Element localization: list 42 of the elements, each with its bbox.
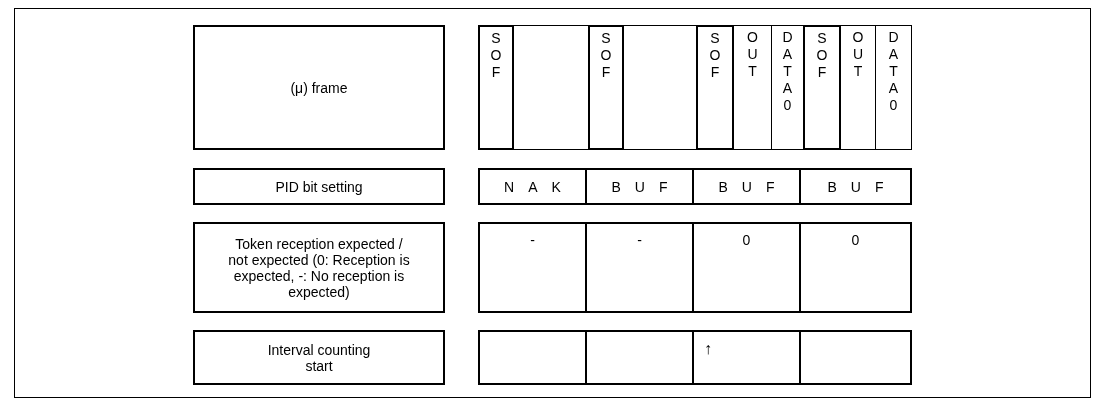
row-header [193,222,445,313]
packet-label: DATA0 [885,29,902,114]
cell-value: BUF [611,178,682,195]
row-label: Interval counting start [266,341,372,374]
cell-value: - [637,232,642,248]
packet-label: SOF [707,30,723,81]
table-cell [478,222,587,313]
table-cell [478,168,587,205]
packet-box [478,25,514,150]
packet-label: DATA0 [779,29,796,114]
table-cell [799,222,912,313]
packet-label: SOF [488,30,504,81]
table-cell [692,168,801,205]
packet-box [696,25,734,150]
packet-label: OUT [850,29,866,80]
row-label: PID bit setting [275,178,363,195]
table-cell [585,330,694,385]
packet-box [588,25,624,150]
packet-label: OUT [744,29,761,80]
packet-label: SOF [814,30,830,81]
packet-label: SOF [598,30,614,81]
packet-box [803,25,841,150]
table-cell [585,168,694,205]
cell-value: BUF [827,178,898,195]
cell-value: - [530,232,535,248]
row-label: (μ) frame [290,79,348,96]
cell-value: NAK [504,178,575,195]
table-cell [799,330,912,385]
frame-box [478,25,912,150]
row-header [193,330,445,385]
table-cell [585,222,694,313]
cell-value: 0 [851,232,860,248]
cell-value: BUF [718,178,789,195]
cell-value: 0 [742,232,751,248]
table-cell [799,168,912,205]
row-header [193,168,445,205]
up-arrow-symbol: ↑ [704,340,712,358]
row-header [193,25,445,150]
table-cell [692,222,801,313]
row-label: Token reception expected / not expected (0: Reception is expected, -: No reception is expected) [227,235,411,300]
table-cell [478,330,587,385]
table-cell [692,330,801,385]
